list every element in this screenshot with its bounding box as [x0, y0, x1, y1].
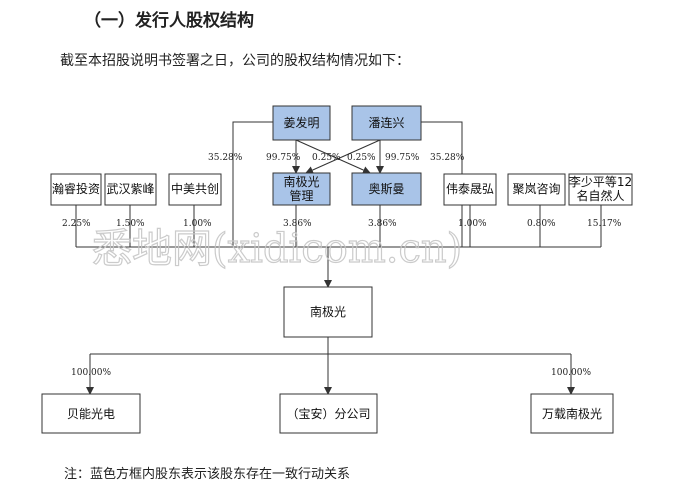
svg-text:中美共创: 中美共创 [171, 181, 219, 196]
subsidiary-beineng: 贝能光电 [41, 393, 141, 434]
svg-text:伟泰晟弘: 伟泰晟弘 [446, 182, 494, 196]
pct-zhongmei: 1.00% [183, 219, 212, 229]
svg-text:万载南极光: 万载南极光 [542, 406, 602, 421]
pct-lishaoping: 15.17% [587, 219, 622, 229]
company-nanjiguang: 南极光 [283, 286, 373, 338]
pct-pan-aosiman: 99.75% [385, 153, 420, 163]
footnote: 注：蓝色方框内股东表示该股东存在一致行动关系 [64, 467, 351, 482]
svg-text:南极光: 南极光 [310, 304, 346, 319]
section-heading: （一）发行人股权结构 [84, 11, 254, 31]
holder-hanrui: 瀚睿投资 [50, 173, 102, 206]
svg-text:（宝安）分公司: （宝安）分公司 [286, 406, 370, 421]
holder-zhongmei: 中美共创 [168, 173, 222, 206]
pct-pan-mgmt: 0.25% [347, 153, 376, 163]
subsidiary-wanzai: 万载南极光 [530, 393, 614, 434]
pct-julan: 0.80% [527, 219, 556, 229]
pct-pan-company: 35.28% [430, 153, 465, 163]
svg-text:奥斯曼: 奥斯曼 [368, 182, 404, 196]
svg-text:管理: 管理 [289, 188, 313, 203]
watermark-text: 悉地网(xidicom.cn) [92, 226, 462, 272]
pct-wanzai: 100.00% [551, 368, 591, 378]
holder-pan-lianxing: 潘连兴 [351, 105, 422, 141]
pct-jiang-company: 35.28% [208, 153, 243, 163]
intro-text: 截至本招股说明书签署之日，公司的股权结构情况如下： [60, 53, 410, 69]
pct-wuhan-zifeng: 1.50% [116, 219, 145, 229]
svg-text:聚岚咨询: 聚岚咨询 [512, 181, 560, 196]
pct-nanjiguang-mgmt: 3.86% [283, 219, 312, 229]
holder-wuhan-zifeng: 武汉紫峰 [104, 173, 157, 206]
link-jiang-to-company [232, 121, 273, 247]
svg-text:潘连兴: 潘连兴 [368, 115, 404, 130]
holder-julan: 聚岚咨询 [507, 173, 566, 206]
link-jiang-to-aosiman [295, 139, 371, 174]
pct-weitai: 1.00% [458, 219, 487, 229]
svg-text:贝能光电: 贝能光电 [67, 407, 115, 421]
holder-nanjiguang-mgmt: 南极光 管理 [272, 172, 331, 206]
holder-lishaoping: 李少平等12 名自然人 [568, 173, 633, 206]
svg-text:名自然人: 名自然人 [576, 188, 624, 203]
pct-jiang-aosiman: 0.25% [312, 153, 341, 163]
subsidiary-baoan-branch: （宝安）分公司 [279, 393, 378, 434]
holder-weitai: 伟泰晟弘 [443, 173, 497, 206]
svg-text:瀚睿投资: 瀚睿投资 [52, 181, 100, 196]
link-pan-to-nanjiguang-mgmt [305, 139, 381, 174]
holder-aosiman: 奥斯曼 [351, 172, 422, 206]
svg-text:李少平等12: 李少平等12 [569, 174, 632, 189]
svg-text:南极光: 南极光 [283, 174, 319, 189]
pct-hanrui: 2.25% [62, 219, 91, 229]
holder-jiang-faming: 姜发明 [272, 105, 331, 141]
pct-aosiman: 3.86% [368, 219, 397, 229]
svg-text:姜发明: 姜发明 [283, 115, 319, 130]
pct-beineng: 100.00% [71, 368, 111, 378]
pct-jiang-mgmt: 99.75% [266, 153, 301, 163]
svg-text:武汉紫峰: 武汉紫峰 [106, 182, 154, 196]
